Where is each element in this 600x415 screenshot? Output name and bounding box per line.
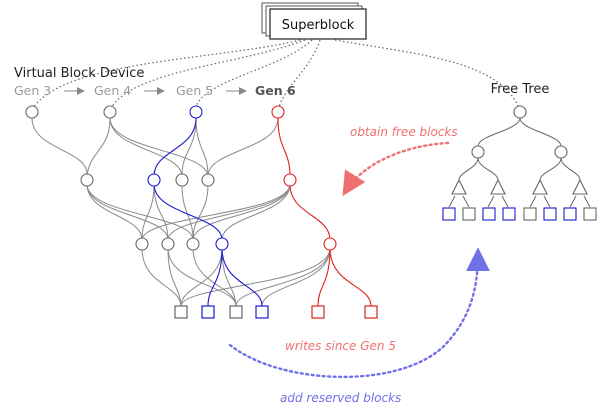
- free-block: [563, 207, 577, 221]
- tree-node: [283, 173, 297, 187]
- tree-node: [323, 237, 337, 251]
- blue-edges: [153, 117, 263, 307]
- red-edges: [277, 117, 372, 307]
- tree-node: [80, 173, 94, 187]
- free-block: [442, 207, 456, 221]
- gen-5-label: Gen 5: [176, 83, 213, 98]
- reserve-arrow: [228, 247, 490, 379]
- leaf-block: [201, 305, 215, 319]
- gen-4-root: [103, 105, 117, 119]
- tree-node: [215, 237, 229, 251]
- subtree-triangle: [532, 178, 548, 195]
- obtain-free-blocks-label: obtain free blocks: [350, 125, 458, 139]
- add-reserved-label: add reserved blocks: [280, 391, 401, 405]
- superblock-label: Superblock: [282, 18, 355, 33]
- tree-nodes: [25, 105, 337, 251]
- tree-node: [175, 173, 189, 187]
- free-tree-node: [554, 145, 568, 159]
- subtree-triangle: [451, 178, 467, 195]
- leaf-block: [311, 305, 325, 319]
- gen-3-root: [25, 105, 39, 119]
- free-block: [543, 207, 557, 221]
- gen-6-root: [271, 105, 285, 119]
- tree-node: [186, 237, 200, 251]
- free-tree-label: Free Tree: [491, 82, 550, 97]
- free-tree-root: [513, 105, 527, 119]
- free-block: [462, 207, 476, 221]
- tree-node: [161, 237, 175, 251]
- gen-4-label: Gen 4: [94, 83, 131, 98]
- subtree-triangle: [490, 178, 506, 195]
- generation-labels: Gen 3 Gen 4 Gen 5 Gen 6: [14, 83, 296, 98]
- gray-edges: [31, 117, 331, 307]
- gen-6-label: Gen 6: [255, 83, 296, 98]
- gen-3-label: Gen 3: [14, 83, 51, 98]
- obtain-arrow: [342, 141, 450, 197]
- free-block: [583, 207, 597, 221]
- device-title: Virtual Block Device: [14, 66, 144, 81]
- leaf-block: [229, 305, 243, 319]
- superblock: Superblock: [261, 2, 367, 40]
- leaf-block: [255, 305, 269, 319]
- tree-node: [135, 237, 149, 251]
- free-block: [482, 207, 496, 221]
- tree-node: [147, 173, 161, 187]
- leaf-block: [174, 305, 188, 319]
- free-block: [523, 207, 537, 221]
- tree-node: [201, 173, 215, 187]
- leaf-blocks: [174, 305, 378, 319]
- leaf-block: [364, 305, 378, 319]
- subtree-triangle: [572, 178, 588, 195]
- free-tree-nodes: [442, 105, 597, 221]
- writes-since-label: writes since Gen 5: [285, 339, 396, 353]
- superblock-pointers: [31, 39, 521, 111]
- gen-5-root: [189, 105, 203, 119]
- free-block: [502, 207, 516, 221]
- free-tree: [448, 117, 591, 208]
- free-tree-node: [471, 145, 485, 159]
